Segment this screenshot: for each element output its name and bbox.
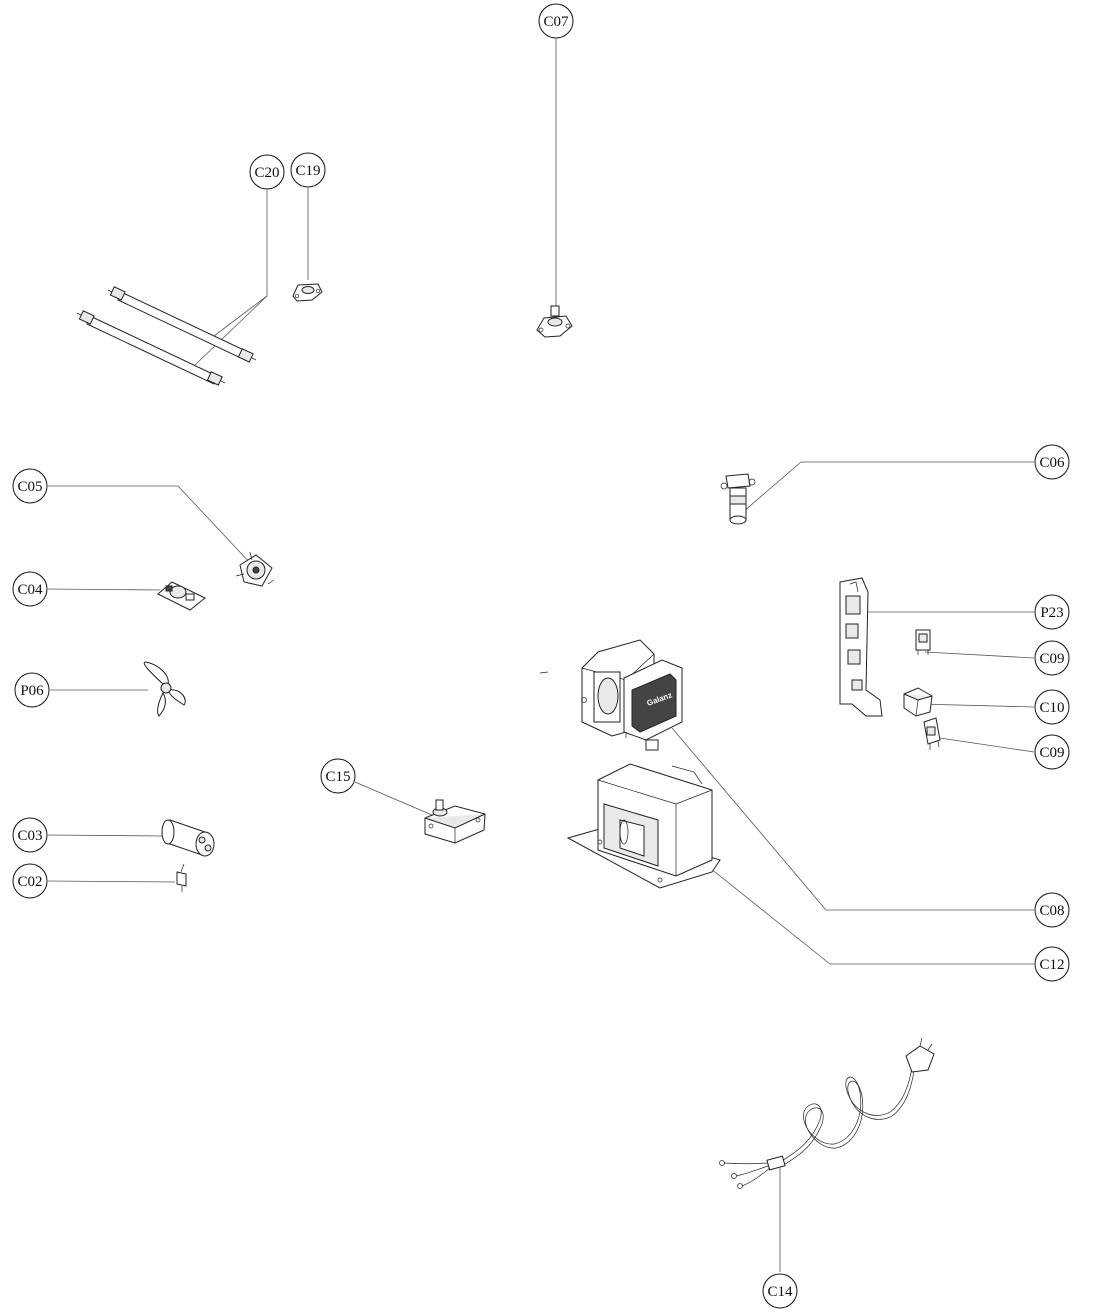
leader-c10: [917, 703, 1035, 708]
thermostat-c19: [292, 283, 323, 302]
callout-c15: C15: [320, 758, 356, 794]
callout-label-c07: C07: [543, 14, 569, 30]
callout-c09-lower: C09: [1034, 734, 1070, 770]
leader-c09b: [939, 737, 1035, 753]
callout-c19: C19: [290, 152, 326, 188]
fan-blade-p06: [143, 661, 186, 717]
microswitch-c09-upper: [915, 629, 931, 655]
callout-label-c19: C19: [295, 163, 320, 179]
callout-c07: C07: [538, 3, 574, 39]
thermal-cutout-c07: [536, 305, 573, 338]
callout-label-c05: C05: [17, 479, 42, 495]
callout-label-c02: C02: [17, 874, 42, 890]
callout-label-c15: C15: [325, 769, 350, 785]
leader-c12: [699, 859, 1034, 965]
callout-c08: C08: [1034, 892, 1070, 928]
leader-c05: [48, 485, 253, 566]
callout-label-c12: C12: [1039, 957, 1064, 973]
leader-c09a: [924, 651, 1035, 659]
callout-label-c06: C06: [1039, 455, 1065, 471]
callout-label-p06: P06: [20, 683, 44, 699]
leader-c06: [742, 461, 1034, 513]
leader-c20-a: [213, 295, 268, 337]
callout-label-p23: P23: [1040, 605, 1063, 621]
heater-tube-lower: [76, 310, 226, 386]
callout-label-c10: C10: [1039, 700, 1064, 716]
turntable-motor-c15: [424, 799, 486, 844]
callout-label-c08: C08: [1039, 903, 1064, 919]
leader-c03: [47, 834, 166, 837]
callout-c05: C05: [12, 468, 48, 504]
callout-c12: C12: [1034, 946, 1070, 982]
callout-c02: C02: [12, 863, 48, 899]
timer-switch-c05: [235, 551, 275, 587]
callout-label-c14: C14: [767, 1284, 793, 1300]
callout-c06: C06: [1034, 444, 1070, 480]
magnetron-c08: Galanz: [539, 639, 683, 751]
door-latch-bracket-p23: [839, 577, 883, 717]
hv-transformer-c12: [566, 763, 721, 889]
hv-diode-c02: [176, 863, 187, 892]
callout-p23: P23: [1034, 594, 1070, 630]
callout-c20: C20: [249, 154, 285, 190]
callout-c09-upper: C09: [1034, 640, 1070, 676]
leader-lines: [47, 39, 1035, 1272]
leader-c20-b: [194, 295, 268, 366]
quartz-heater-tubes-c20: [76, 286, 257, 386]
callout-c14: C14: [762, 1273, 798, 1309]
callout-c04: C04: [12, 571, 48, 607]
control-board-c04: [157, 581, 206, 611]
hv-capacitor-c03: [161, 819, 215, 857]
power-cord-c14: [719, 1037, 935, 1189]
callout-label-c09-upper: C09: [1039, 651, 1064, 667]
microswitch-c10: [903, 687, 933, 717]
callout-p06: P06: [14, 672, 50, 708]
leader-c08: [671, 727, 1034, 911]
callout-label-c20: C20: [254, 165, 279, 181]
leader-c15: [354, 781, 433, 816]
leader-c04: [47, 588, 161, 591]
callout-label-c04: C04: [17, 582, 43, 598]
callout-c03: C03: [12, 817, 48, 853]
fuse-holder-c06: [720, 473, 756, 525]
callout-label-c09-lower: C09: [1039, 745, 1064, 761]
callout-label-c03: C03: [17, 828, 42, 844]
microswitch-c09-lower: [923, 717, 941, 750]
leader-c02: [47, 880, 176, 883]
heater-tube-upper: [107, 286, 257, 363]
callout-c10: C10: [1034, 689, 1070, 725]
